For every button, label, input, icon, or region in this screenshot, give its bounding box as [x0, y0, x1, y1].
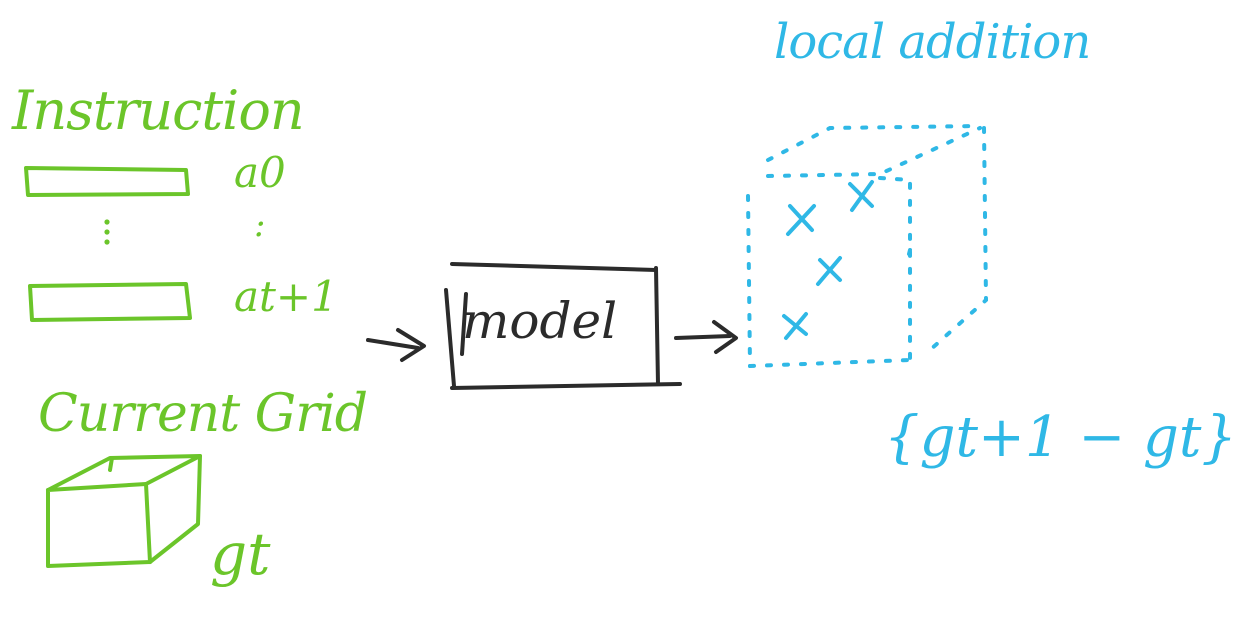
- token-ellipsis-label: :: [254, 205, 266, 245]
- instruction-bar-top: [24, 166, 190, 197]
- arrow-into-model: [366, 328, 426, 362]
- current-grid-label: Current Grid: [38, 384, 368, 444]
- grid-symbol-label: gt: [210, 520, 271, 588]
- grid-difference-formula: {gt+1 − gt}: [884, 405, 1237, 470]
- addition-markers: [782, 180, 874, 340]
- current-grid-cube: [46, 454, 202, 568]
- sketch-drawing: [24, 124, 989, 568]
- instruction-bar-bottom: [28, 282, 192, 322]
- model-label: model: [462, 292, 618, 350]
- model-box: [444, 262, 682, 390]
- last-token-label: at+1: [234, 272, 338, 321]
- instruction-label: Instruction: [12, 79, 305, 142]
- first-token-label: a0: [234, 148, 286, 197]
- local-addition-cube: [746, 124, 989, 368]
- diagram-canvas: Instruction a0 : at+1 Current Grid gt mo…: [12, 14, 1237, 588]
- arrow-out-of-model: [674, 320, 738, 354]
- instruction-vertical-dots: [104, 219, 110, 245]
- local-addition-label: local addition: [774, 14, 1091, 70]
